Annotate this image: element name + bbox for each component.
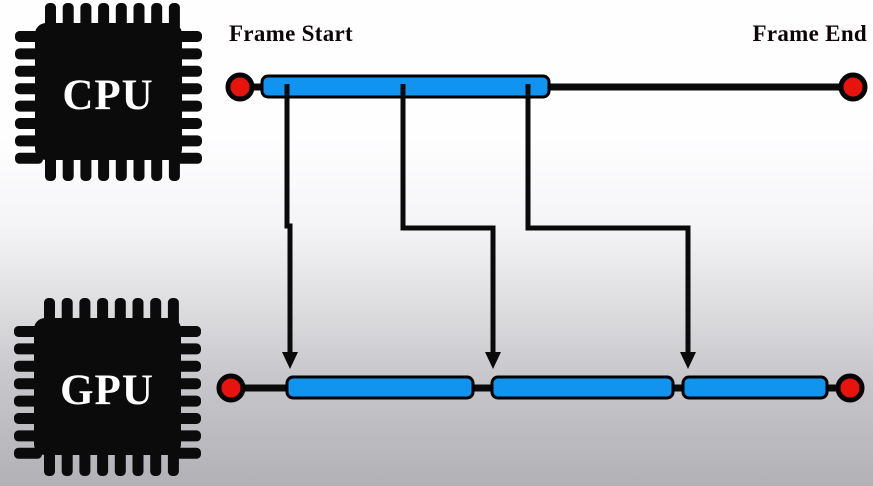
frame-end-label: Frame End	[752, 21, 867, 46]
cpu-chip-label: CPU	[62, 72, 153, 119]
submit-arrow-3	[525, 84, 696, 369]
gpu-chip-icon: GPU	[14, 298, 201, 476]
cpu-chip-icon: CPU	[15, 3, 202, 181]
gpu-start-marker	[216, 373, 246, 403]
arrowhead-icon	[485, 352, 501, 369]
cpu-frame-end-marker	[838, 72, 868, 102]
chip-body	[34, 318, 181, 455]
gpu-work-bar-2	[490, 375, 675, 400]
cpu-frame-start-marker	[225, 72, 255, 102]
arrowhead-icon	[680, 352, 696, 369]
gpu-work-bar-3	[681, 375, 829, 400]
arrowhead-icon	[282, 352, 298, 369]
gpu-end-marker	[835, 373, 865, 403]
gpu-timeline	[216, 373, 865, 403]
gpu-chip-label: GPU	[60, 367, 154, 414]
submission-arrows	[282, 84, 696, 369]
submit-arrow-1	[282, 84, 298, 369]
submit-arrow-2	[400, 84, 501, 369]
gpu-work-bar-1	[285, 375, 475, 400]
chip-body	[35, 23, 182, 160]
frame-start-label: Frame Start	[229, 21, 353, 46]
cpu-timeline	[225, 72, 868, 102]
